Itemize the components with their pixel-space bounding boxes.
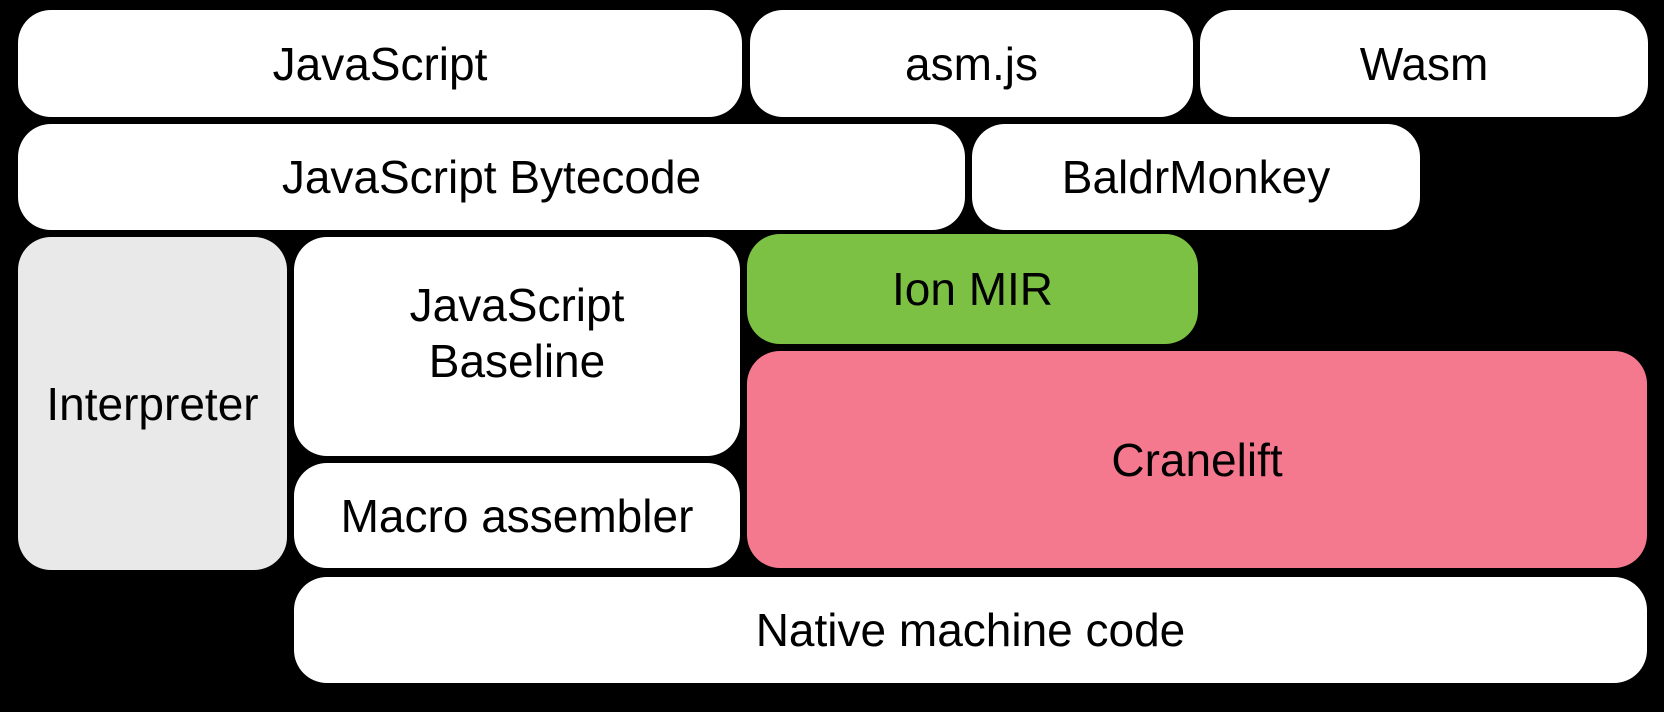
node-baseline-label-line2: Baseline — [428, 334, 606, 387]
node-macro-assembler-label: Macro assembler — [340, 489, 694, 542]
node-baseline-label: JavaScript Baseline — [410, 277, 625, 389]
node-cranelift: Cranelift — [747, 351, 1647, 568]
node-native: Native machine code — [294, 577, 1647, 683]
node-asmjs-label: asm.js — [905, 37, 1038, 90]
node-wasm-label: Wasm — [1359, 37, 1489, 90]
node-native-label: Native machine code — [755, 604, 1186, 656]
node-interpreter: Interpreter — [18, 237, 287, 570]
node-baldrmonkey-label: BaldrMonkey — [1061, 151, 1331, 203]
node-macro-assembler: Macro assembler — [294, 463, 740, 568]
node-baldrmonkey: BaldrMonkey — [972, 124, 1420, 230]
node-javascript: JavaScript — [18, 10, 742, 117]
node-baseline-label-line1: JavaScript — [409, 278, 625, 331]
node-ion-mir: Ion MIR — [747, 234, 1198, 344]
node-asmjs: asm.js — [750, 10, 1193, 117]
node-interpreter-label: Interpreter — [46, 377, 259, 430]
node-wasm: Wasm — [1200, 10, 1648, 117]
node-baseline: JavaScript Baseline — [294, 237, 740, 456]
node-javascript-label: JavaScript — [272, 37, 488, 90]
node-bytecode-label: JavaScript Bytecode — [281, 151, 702, 203]
node-bytecode: JavaScript Bytecode — [18, 124, 965, 230]
node-cranelift-label: Cranelift — [1111, 433, 1283, 486]
node-ion-mir-label: Ion MIR — [891, 263, 1054, 315]
